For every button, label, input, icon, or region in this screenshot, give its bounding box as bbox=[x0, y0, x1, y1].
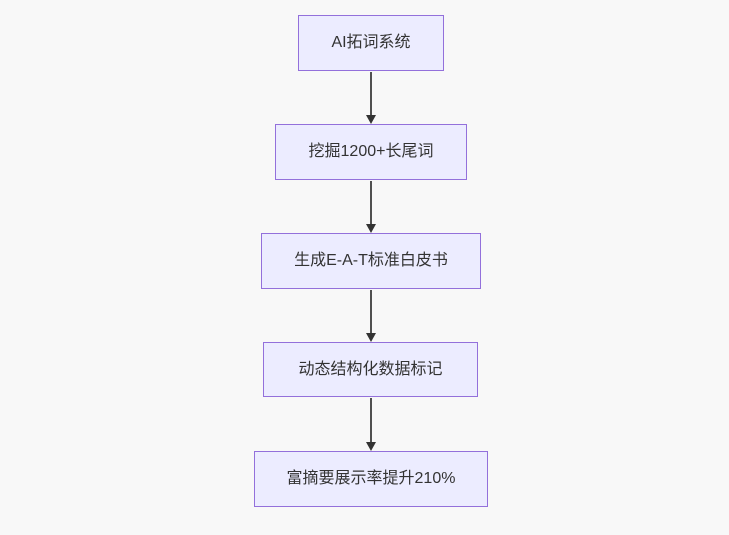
flow-node-label: AI拓词系统 bbox=[331, 34, 411, 52]
flow-node-ai-keyword-system: AI拓词系统 bbox=[298, 15, 444, 71]
flow-node-label: 动态结构化数据标记 bbox=[298, 360, 443, 378]
arrow-line bbox=[370, 398, 372, 444]
flow-node-label: 富摘要展示率提升210% bbox=[286, 470, 456, 488]
arrowhead-icon bbox=[366, 224, 376, 233]
flow-node-longtail-mining: 挖掘1200+长尾词 bbox=[275, 124, 467, 180]
flow-node-structured-data-markup: 动态结构化数据标记 bbox=[263, 342, 478, 397]
flow-arrow-1 bbox=[366, 72, 376, 124]
arrow-line bbox=[370, 72, 372, 117]
arrowhead-icon bbox=[366, 115, 376, 124]
flow-node-label: 生成E-A-T标准白皮书 bbox=[294, 252, 448, 270]
arrowhead-icon bbox=[366, 333, 376, 342]
flow-arrow-2 bbox=[366, 181, 376, 233]
arrow-line bbox=[370, 290, 372, 335]
arrowhead-icon bbox=[366, 442, 376, 451]
flow-arrow-3 bbox=[366, 290, 376, 342]
flow-arrow-4 bbox=[366, 398, 376, 451]
flow-node-rich-snippet-result: 富摘要展示率提升210% bbox=[254, 451, 488, 507]
arrow-line bbox=[370, 181, 372, 226]
flow-node-eat-whitepaper: 生成E-A-T标准白皮书 bbox=[261, 233, 481, 289]
flow-node-label: 挖掘1200+长尾词 bbox=[308, 143, 434, 161]
